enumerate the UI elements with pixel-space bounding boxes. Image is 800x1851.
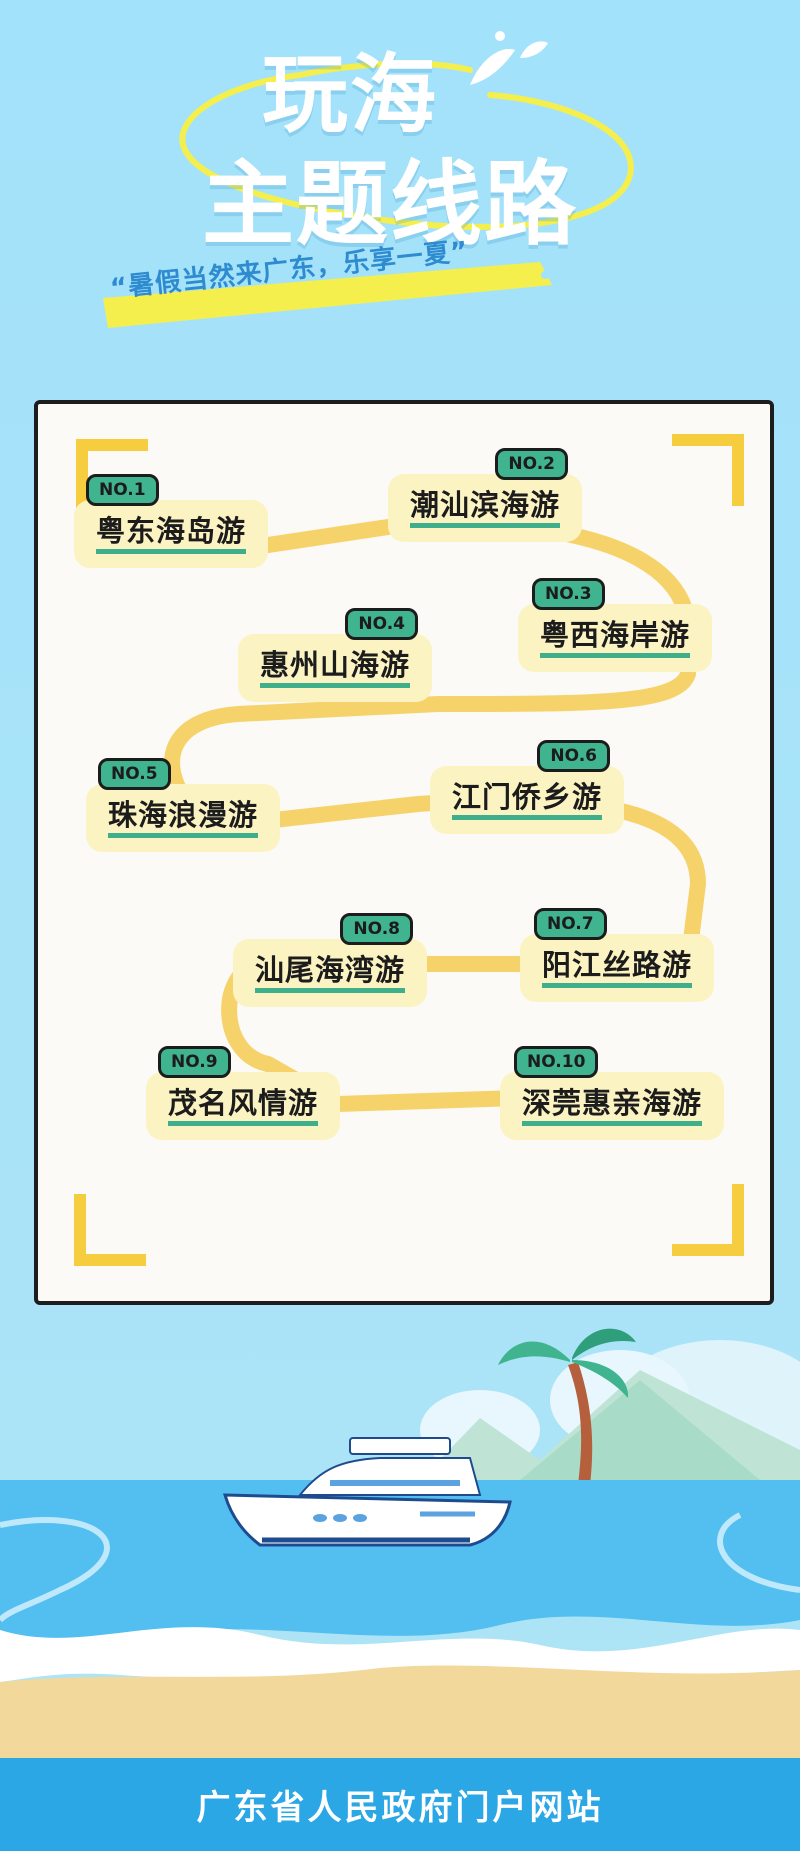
route-stop[interactable]: NO.5 珠海浪漫游 xyxy=(86,758,281,852)
route-number-badge: NO.8 xyxy=(340,913,414,945)
route-stop[interactable]: NO.9 茂名风情游 xyxy=(146,1046,341,1140)
route-name: 粤西海岸游 xyxy=(540,618,691,658)
mountain-icon xyxy=(420,1370,800,1480)
sea xyxy=(0,1480,800,1646)
route-name: 潮汕滨海游 xyxy=(410,488,561,528)
route-name: 粤东海岛游 xyxy=(96,514,247,554)
route-name: 深莞惠亲海游 xyxy=(522,1086,703,1126)
route-number-badge: NO.10 xyxy=(514,1046,599,1078)
route-stop[interactable]: NO.3 粤西海岸游 xyxy=(518,578,713,672)
route-stop[interactable]: NO.1 粤东海岛游 xyxy=(74,474,269,568)
route-name: 江门侨乡游 xyxy=(452,780,603,820)
title-line-2: 主题线路 xyxy=(201,151,578,258)
footer-bar: 广东省人民政府门户网站 xyxy=(0,1758,800,1851)
route-stop[interactable]: NO.7 阳江丝路游 xyxy=(520,908,715,1002)
route-stop[interactable]: NO.8 汕尾海湾游 xyxy=(233,913,428,1007)
corner-bracket xyxy=(672,1184,744,1256)
route-name: 阳江丝路游 xyxy=(542,948,693,988)
route-number-badge: NO.6 xyxy=(537,740,611,772)
route-number-badge: NO.7 xyxy=(534,908,607,940)
route-name: 珠海浪漫游 xyxy=(108,798,259,838)
route-stop[interactable]: NO.2 潮汕滨海游 xyxy=(388,448,583,542)
route-number-badge: NO.2 xyxy=(495,448,569,480)
corner-bracket xyxy=(76,439,148,511)
route-number-badge: NO.1 xyxy=(86,474,159,506)
route-map: NO.1 粤东海岛游 NO.2 潮汕滨海游 NO.3 粤西海岸游 NO.4 惠州… xyxy=(34,400,774,1305)
beach-scene xyxy=(0,1328,800,1760)
route-name: 汕尾海湾游 xyxy=(255,953,406,993)
beach xyxy=(0,1665,800,1760)
slogan-banner xyxy=(103,262,552,328)
route-name: 惠州山海游 xyxy=(260,648,411,688)
corner-bracket xyxy=(672,434,744,506)
route-name: 茂名风情游 xyxy=(168,1086,319,1126)
route-stop[interactable]: NO.4 惠州山海游 xyxy=(238,608,433,702)
surf xyxy=(0,1627,800,1682)
route-number-badge: NO.3 xyxy=(532,578,605,610)
header-decoration xyxy=(103,31,634,328)
route-number-badge: NO.4 xyxy=(345,608,419,640)
route-stop[interactable]: NO.10 深莞惠亲海游 xyxy=(500,1046,725,1140)
title-line-1: 玩海 xyxy=(262,45,438,145)
route-stop[interactable]: NO.6 江门侨乡游 xyxy=(430,740,625,834)
route-number-badge: NO.5 xyxy=(98,758,171,790)
splash-icon xyxy=(470,31,548,85)
route-number-badge: NO.9 xyxy=(158,1046,231,1078)
corner-bracket xyxy=(74,1194,146,1266)
footer-text[interactable]: 广东省人民政府门户网站 xyxy=(196,1788,604,1828)
yacht-icon xyxy=(222,1437,512,1547)
loop-stroke xyxy=(179,72,634,230)
palm-tree-icon xyxy=(498,1328,636,1485)
